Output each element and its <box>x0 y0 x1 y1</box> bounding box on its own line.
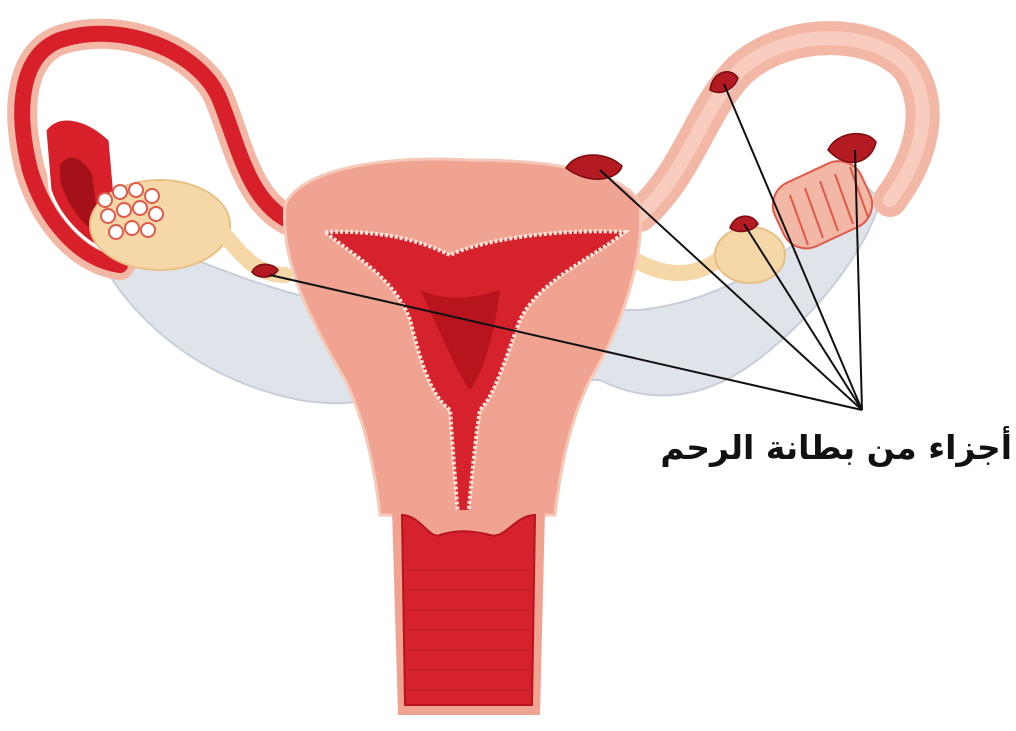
cervix <box>392 510 545 715</box>
endometrial-implant-icon <box>828 134 876 163</box>
uterus <box>284 159 640 515</box>
endometrium-fragments-label: أجزاء من بطانة الرحم <box>640 428 1012 467</box>
